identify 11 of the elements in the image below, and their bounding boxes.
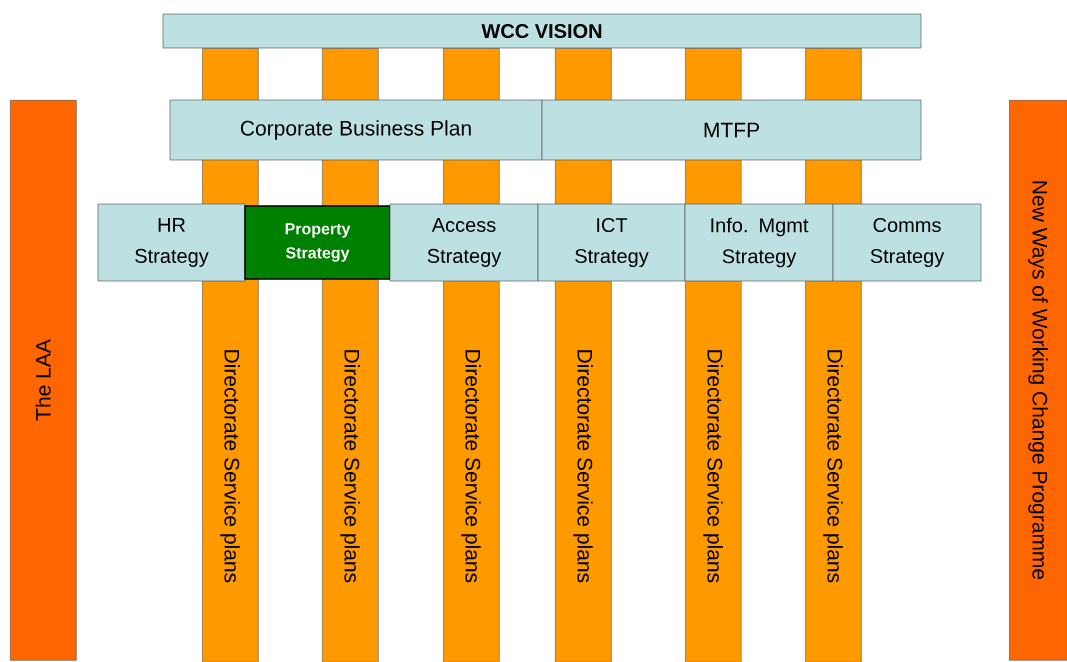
strategy-box: HR Strategy <box>97 203 246 282</box>
strategy-box: ICT Strategy <box>537 203 686 282</box>
vision-band: WCC VISION <box>162 13 922 49</box>
programme-bar: The LAA <box>10 100 77 661</box>
plan-box: MTFP <box>541 99 922 161</box>
strategy-box: Comms Strategy <box>832 203 982 282</box>
programme-bar: New Ways of Working Change Programme <box>1009 100 1067 661</box>
plan-box: Corporate Business Plan <box>169 99 543 161</box>
strategy-box: Info. Mgmt Strategy <box>684 203 834 282</box>
strategy-box: Property Strategy <box>244 205 391 280</box>
strategy-box: Access Strategy <box>389 203 539 282</box>
